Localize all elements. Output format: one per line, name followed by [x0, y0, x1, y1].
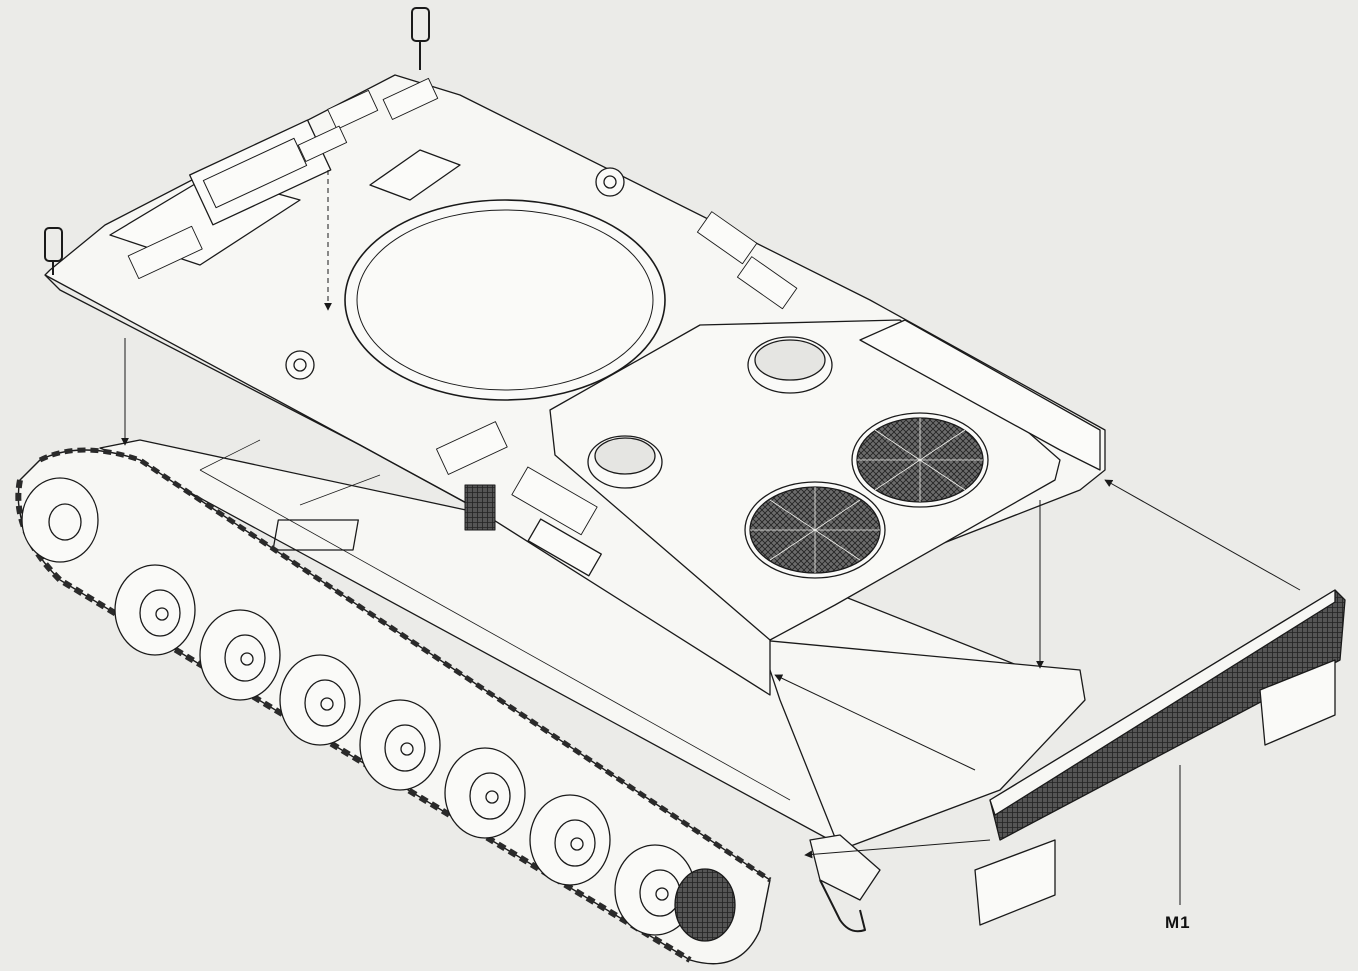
road-wheel: [279, 654, 361, 746]
part-label-m1: M1: [1165, 913, 1191, 932]
rear-mesh-plate: [974, 589, 1346, 926]
fan-grill: [851, 412, 989, 508]
turret-ring: [344, 199, 666, 401]
assembly-arrows: [121, 170, 1301, 905]
road-wheels: [21, 477, 736, 942]
idler-wheel: [674, 868, 736, 942]
road-wheel: [444, 747, 526, 839]
road-wheel: [359, 699, 441, 791]
upper-hull: [44, 74, 1106, 696]
engine-deck-cap: [747, 336, 833, 394]
drive-sprocket: [21, 477, 99, 563]
lifting-eyes: [44, 7, 430, 275]
road-wheel: [114, 564, 196, 656]
engine-deck: [549, 319, 1061, 641]
engine-deck-cap: [587, 435, 663, 489]
road-wheel: [199, 609, 281, 701]
fan-grill: [744, 481, 886, 579]
road-wheel: [529, 794, 611, 886]
